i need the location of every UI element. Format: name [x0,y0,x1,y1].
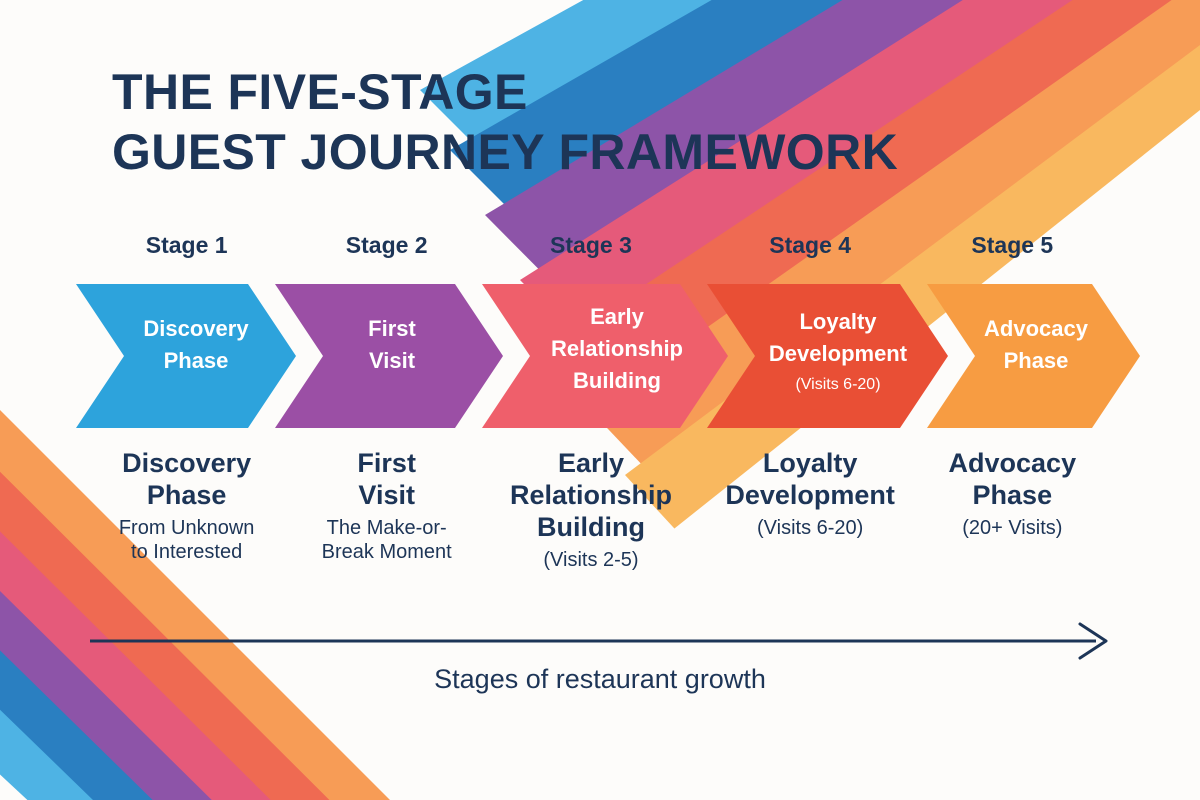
ribbon-mask-bottom-left [0,774,28,800]
chevron-shape-1 [76,284,296,428]
stage-number-1: Stage 1 [145,232,228,258]
desc-title-2: First Visit [357,448,416,510]
desc-sub-4: (Visits 6-20) [756,516,864,539]
stage-description-4: Loyalty Development (Visits 6-20) [685,448,935,540]
chevron-shape-5 [927,284,1140,428]
chevron-shape-2 [275,284,503,428]
desc-sub-2: The Make-or- Break Moment [321,516,452,564]
stage-number-row: Stage 1 Stage 2 Stage 3 Stage 4 Stage 5 [76,232,1140,266]
desc-title-5: Advocacy Phase [948,448,1077,510]
chevron-stage-5[interactable]: Advocacy Phase [927,284,1140,428]
chevron-stage-4[interactable]: Loyalty Development (Visits 6-20) [707,284,948,428]
desc-title-1: Discovery Phase [122,448,252,510]
page-title: The Five-Stage Guest Journey Framework [112,62,1012,182]
chevron-title-4-line1: Loyalty [799,309,877,334]
chevron-title-1-line1: Discovery [143,316,249,341]
progression-arrow [0,618,1200,664]
arrow-head [1078,622,1108,660]
desc-sub-3: (Visits 2-5) [543,548,639,571]
desc-sub-1: From Unknown to Interested [118,516,255,564]
chevron-title-3-line1: Early [590,304,645,329]
stage-description-row: Discovery Phase From Unknown to Interest… [76,448,1140,618]
stage-number-4: Stage 4 [769,232,852,258]
chevron-shape-3 [482,284,728,428]
chevron-title-2-line2: Visit [369,348,416,373]
chevron-subtitle-4: (Visits 6-20) [795,376,880,393]
stage-description-3: Early Relationship Building (Visits 2-5) [476,448,706,572]
stage-description-1: Discovery Phase From Unknown to Interest… [77,448,297,565]
chevron-title-5-line1: Advocacy [984,316,1089,341]
stage-description-5: Advocacy Phase (20+ Visits) [902,448,1122,540]
chevron-stage-2[interactable]: First Visit [275,284,503,428]
chevron-stage-3[interactable]: Early Relationship Building [482,284,728,428]
chevron-title-3-line3: Building [573,368,661,393]
stage-number-3: Stage 3 [550,232,632,258]
title-line-2: Guest Journey Framework [112,124,899,180]
desc-title-3: Early Relationship Building [509,448,672,542]
stage-number-2: Stage 2 [345,232,428,258]
chevron-title-3-line2: Relationship [551,336,683,361]
stage-number-5: Stage 5 [971,232,1054,258]
desc-sub-5: (20+ Visits) [962,516,1063,539]
chevron-title-4-line2: Development [769,341,908,366]
chevron-title-2-line1: First [368,316,416,341]
desc-title-4: Loyalty Development [725,448,895,510]
chevron-stage-1[interactable]: Discovery Phase [76,284,296,428]
stage-description-2: First Visit The Make-or- Break Moment [277,448,497,565]
chevron-title-5-line2: Phase [1004,348,1069,373]
chevron-shape-4 [707,284,948,428]
stage-chevron-band: Discovery Phase First Visit Early Relati… [0,284,1200,428]
title-line-1: The Five-Stage [112,64,528,120]
chevron-title-1-line2: Phase [164,348,229,373]
axis-caption: Stages of restaurant growth [434,664,766,694]
